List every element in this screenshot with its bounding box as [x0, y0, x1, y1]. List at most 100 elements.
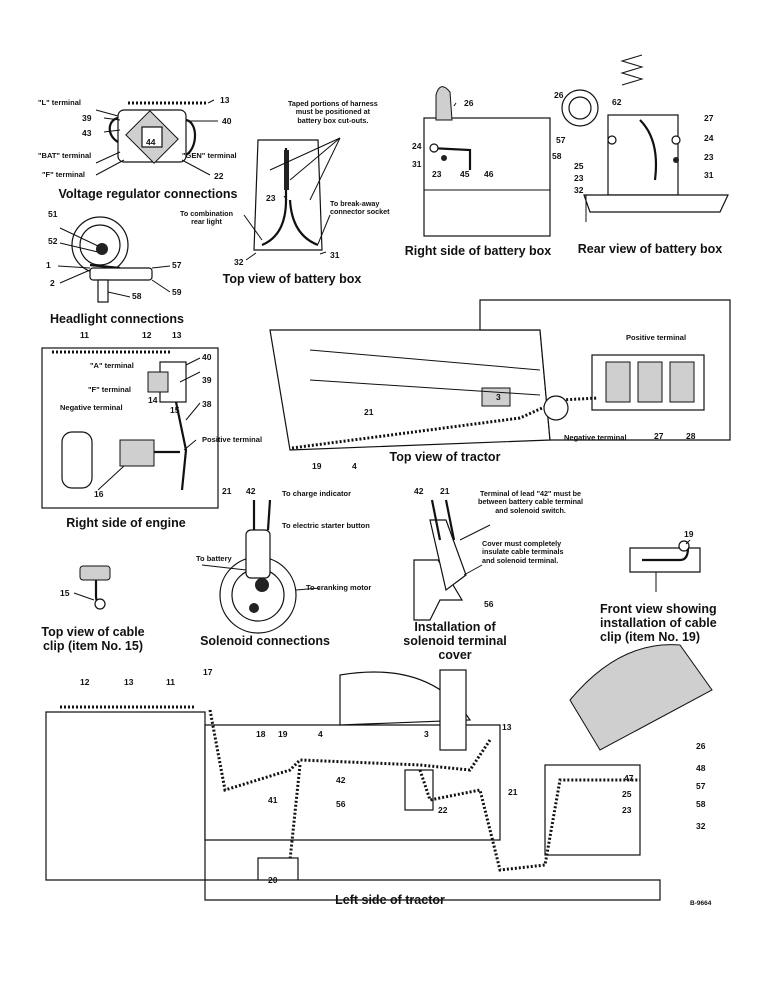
voltage-regulator-drawing	[95, 99, 218, 176]
cable-clip-19-drawing	[629, 539, 701, 592]
callout-3: 3	[424, 729, 429, 739]
solenoid-drawing	[201, 499, 321, 634]
caption-left-side-tractor: Left side of tractor	[335, 893, 445, 907]
callout-13: 13	[502, 722, 512, 732]
caption-rear-battery-box: Rear view of battery box	[577, 242, 723, 256]
callout-32: 32	[696, 821, 706, 831]
callout-21: 21	[440, 486, 450, 496]
callout-40: 40	[202, 352, 212, 362]
callout-32: 32	[234, 257, 244, 267]
callout-15: 15	[170, 405, 180, 415]
callout-21: 21	[222, 486, 232, 496]
label-f-terminal-engine: "F" terminal	[88, 385, 131, 394]
callout-24: 24	[412, 141, 422, 151]
callout-51: 51	[48, 209, 58, 219]
callout-31: 31	[412, 159, 422, 169]
label-l-terminal: "L" terminal	[38, 98, 81, 107]
label-to-cranking-motor: To cranking motor	[306, 583, 372, 592]
callout-20: 20	[268, 875, 278, 885]
callout-62: 62	[612, 97, 622, 107]
callout-27: 27	[704, 113, 714, 123]
solenoid-cover-drawing	[413, 499, 491, 621]
callout-56: 56	[336, 799, 346, 809]
callout-11: 11	[80, 330, 89, 340]
callout-18: 18	[256, 729, 266, 739]
caption-headlight: Headlight connections	[49, 312, 185, 326]
note-taped-portions: Taped portions of harness must be positi…	[288, 99, 378, 125]
callout-2: 2	[50, 278, 55, 288]
callout-56: 56	[484, 599, 494, 609]
callout-26: 26	[696, 741, 706, 751]
callout-39: 39	[82, 113, 92, 123]
callout-48: 48	[696, 763, 706, 773]
caption-voltage-regulator: Voltage regulator connections	[58, 187, 238, 201]
label-to-breakaway-socket: To break-away connector socket	[330, 199, 390, 217]
battery-box-top-drawing	[243, 137, 341, 261]
callout-16: 16	[94, 489, 104, 499]
callout-28: 28	[686, 431, 696, 441]
label-negative-terminal-engine: Negative terminal	[60, 403, 123, 412]
callout-25: 25	[574, 161, 584, 171]
callout-32: 32	[574, 185, 584, 195]
callout-23: 23	[266, 193, 276, 203]
label-to-battery: To battery	[196, 554, 232, 563]
battery-box-right-side-drawing	[423, 86, 551, 237]
label-negative-terminal-tractor: Negative terminal	[564, 433, 627, 442]
callout-31: 31	[704, 170, 714, 180]
caption-solenoid-connections: Solenoid connections	[200, 634, 330, 648]
caption-top-tractor: Top view of tractor	[389, 450, 501, 464]
callout-4: 4	[352, 461, 357, 471]
callout-57: 57	[172, 260, 182, 270]
label-a-terminal: "A" terminal	[90, 361, 134, 370]
headlight-drawing	[57, 216, 171, 303]
callout-17: 17	[203, 667, 213, 677]
caption-front-cable-clip: Front view showing installation of cable…	[600, 602, 717, 644]
callout-13: 13	[172, 330, 182, 340]
engine-right-side-drawing	[41, 347, 219, 509]
label-positive-terminal-tractor: Positive terminal	[626, 333, 687, 342]
caption-right-battery-box: Right side of battery box	[404, 244, 552, 258]
callout-42: 42	[414, 486, 424, 496]
callout-23: 23	[622, 805, 632, 815]
callout-23: 23	[704, 152, 714, 162]
callout-46: 46	[484, 169, 494, 179]
callout-26: 26	[464, 98, 474, 108]
callout-52: 52	[48, 236, 58, 246]
label-f-terminal: "F" terminal	[42, 170, 85, 179]
label-to-combination-rear-light: To combination rear light	[180, 209, 233, 227]
callout-42: 42	[336, 775, 346, 785]
callout-24: 24	[704, 133, 714, 143]
callout-26: 26	[554, 90, 564, 100]
callout-12: 12	[80, 677, 90, 687]
callout-25: 25	[622, 789, 632, 799]
battery-box-rear-drawing	[561, 54, 729, 222]
callout-40: 40	[222, 116, 232, 126]
callout-47: 47	[624, 773, 634, 783]
callout-11: 11	[166, 677, 175, 687]
callout-1: 1	[46, 260, 51, 270]
callout-21: 21	[508, 787, 518, 797]
callout-14: 14	[148, 395, 158, 405]
callout-4: 4	[318, 729, 323, 739]
drawing-reference: B-9664	[690, 900, 712, 907]
callout-58: 58	[552, 151, 562, 161]
callout-23: 23	[574, 173, 584, 183]
callout-13: 13	[220, 95, 230, 105]
caption-solenoid-cover: Installation of solenoid terminal cover	[403, 620, 507, 662]
callout-44: 44	[146, 137, 156, 147]
cable-clip-15-drawing	[73, 565, 111, 610]
callout-58: 58	[696, 799, 706, 809]
callout-45: 45	[460, 169, 470, 179]
caption-right-engine: Right side of engine	[66, 516, 186, 530]
callout-21: 21	[364, 407, 374, 417]
caption-top-cable-clip: Top view of cable clip (item No. 15)	[41, 625, 145, 653]
callout-22: 22	[438, 805, 448, 815]
caption-top-battery-box: Top view of battery box	[222, 272, 362, 286]
tractor-top-drawing	[269, 299, 731, 451]
callout-59: 59	[172, 287, 182, 297]
label-bat-terminal: "BAT" terminal	[38, 151, 92, 160]
label-to-electric-starter: To electric starter button	[282, 521, 370, 530]
callout-27: 27	[654, 431, 664, 441]
